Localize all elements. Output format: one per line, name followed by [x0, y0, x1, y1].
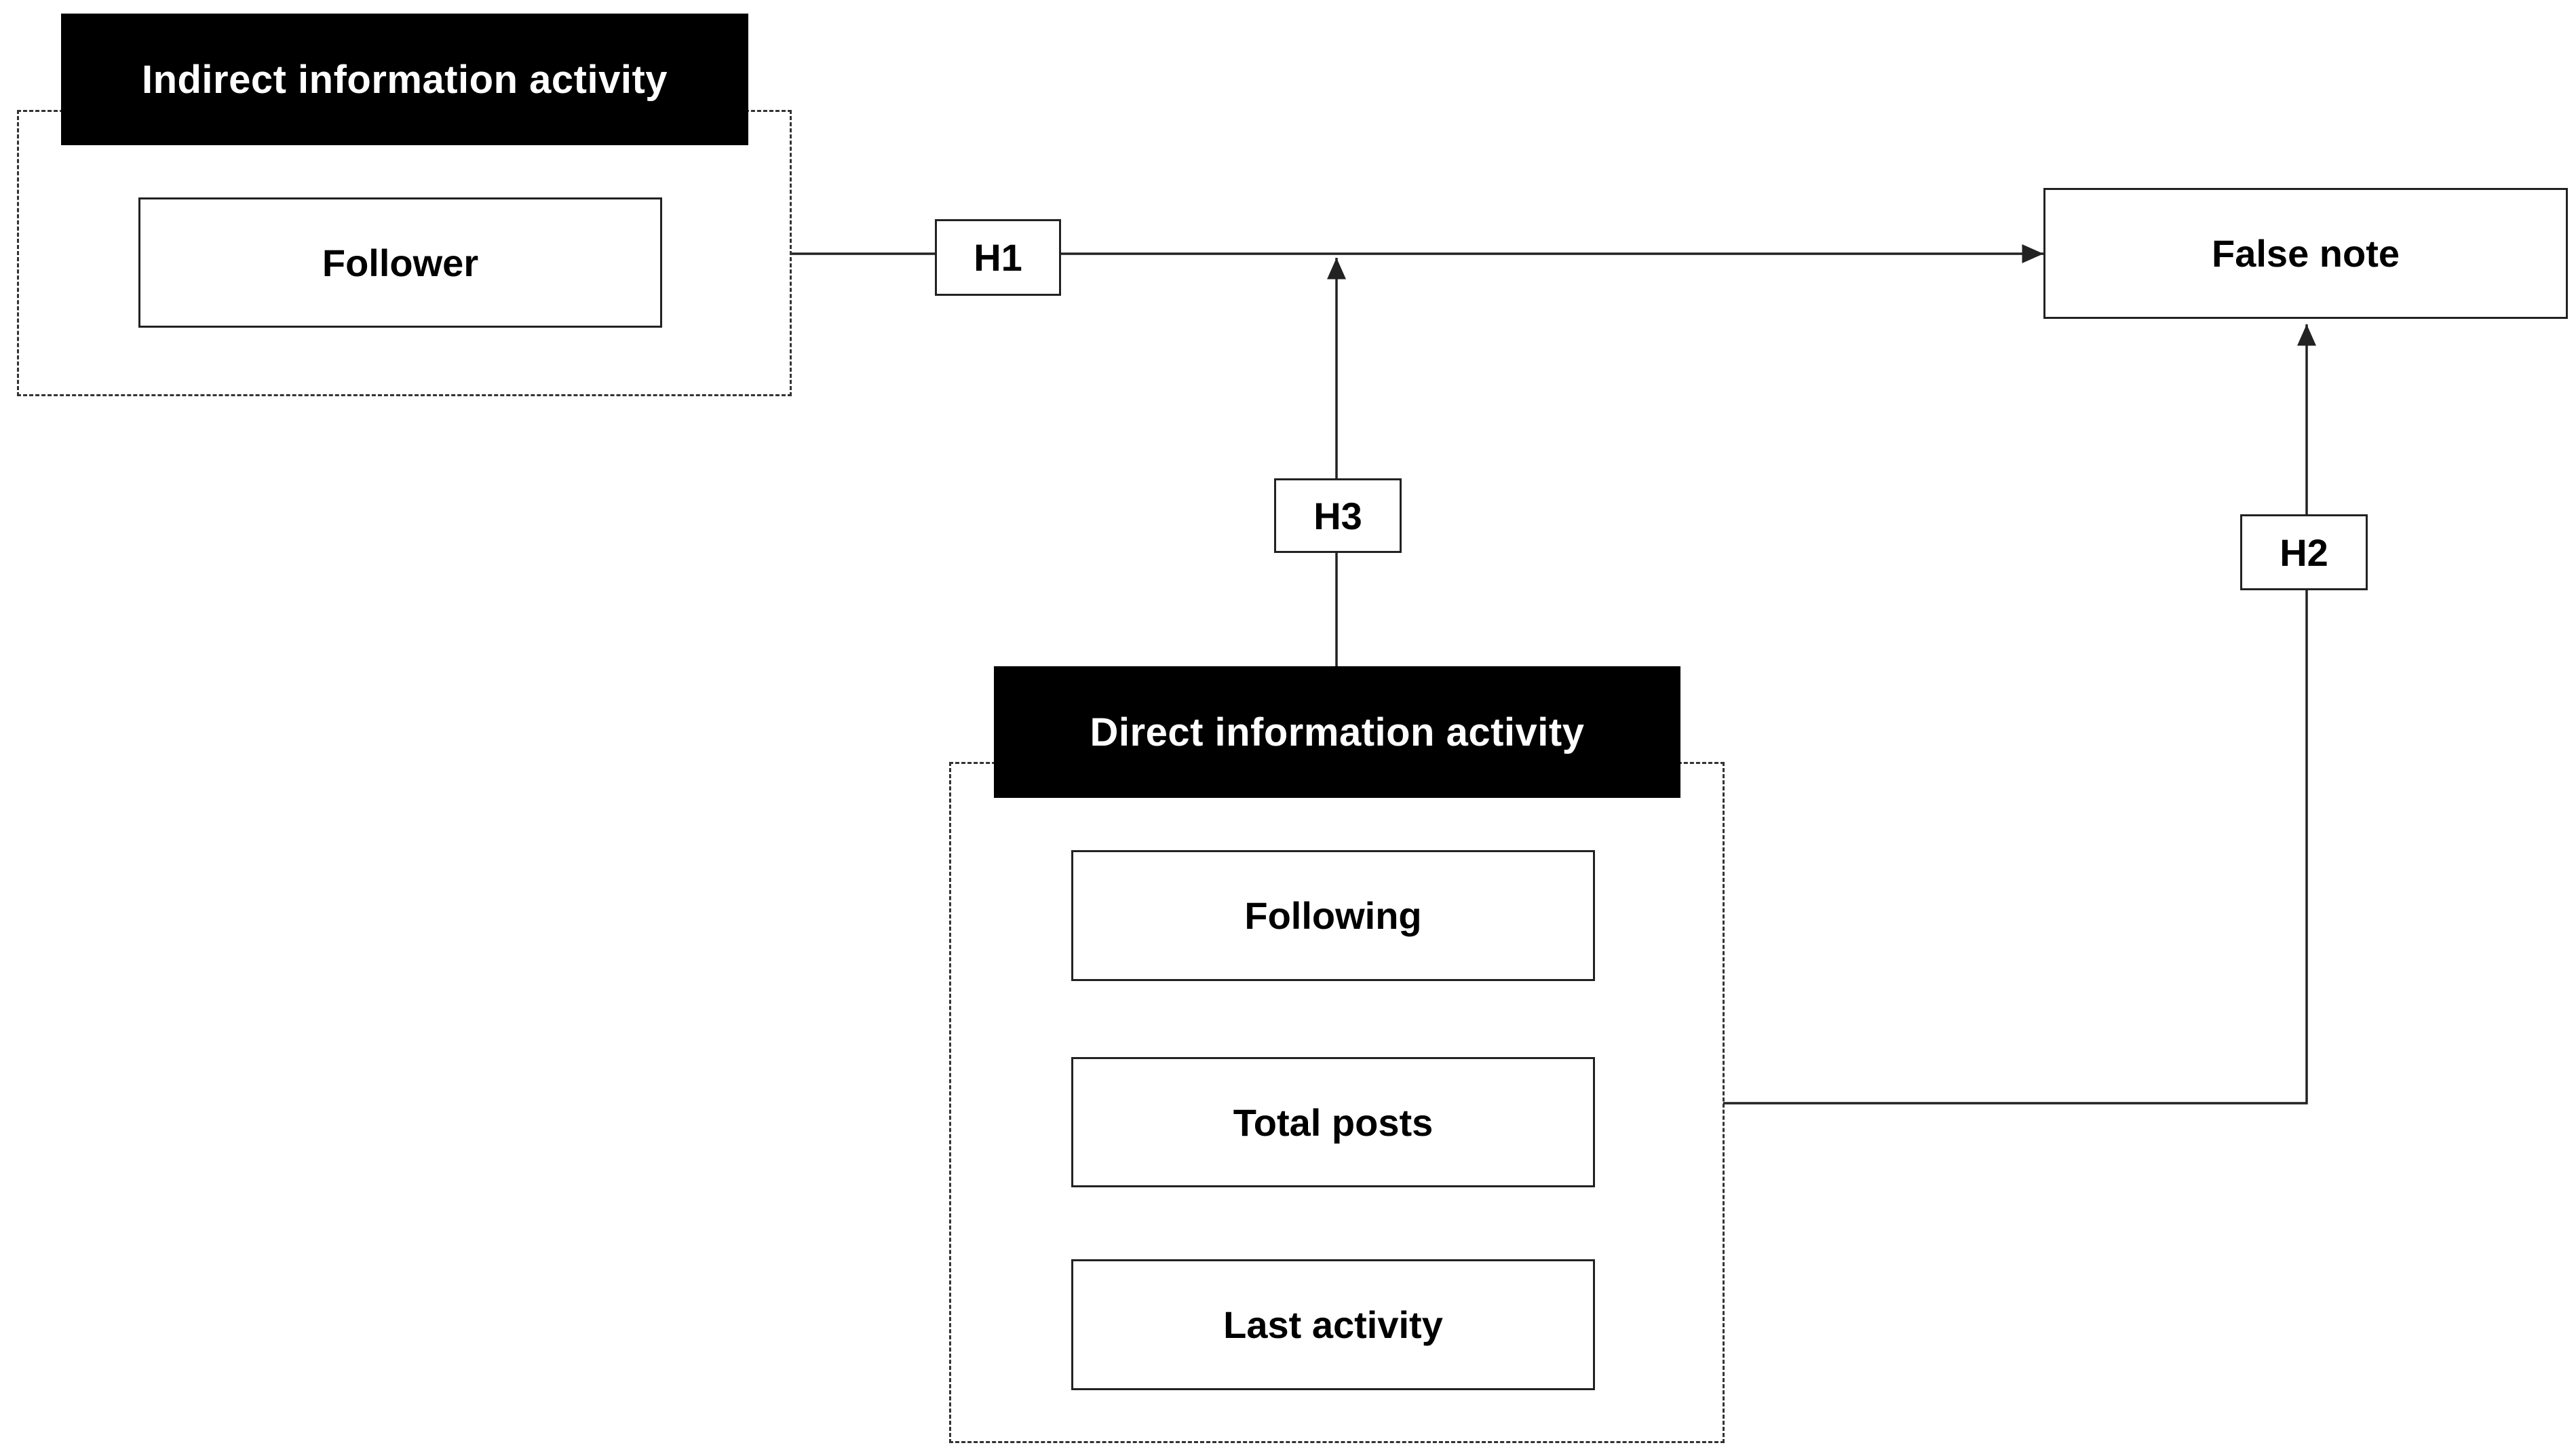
- false-note-label: False note: [2212, 232, 2400, 275]
- direct-activity-header: Direct information activity: [994, 666, 1680, 798]
- h2-arrow: [1723, 324, 2316, 1105]
- follower-box: Follower: [138, 197, 662, 328]
- h3-label: H3: [1274, 478, 1402, 553]
- direct-activity-title: Direct information activity: [1090, 710, 1585, 754]
- h2-label: H2: [2240, 514, 2368, 590]
- total-posts-box: Total posts: [1071, 1057, 1595, 1187]
- indirect-activity-title: Indirect information activity: [141, 57, 668, 102]
- h2-text: H2: [2280, 531, 2328, 574]
- follower-label: Follower: [322, 241, 479, 284]
- false-note-box: False note: [2043, 188, 2568, 319]
- h1-label: H1: [935, 219, 1061, 296]
- indirect-activity-header: Indirect information activity: [61, 14, 748, 145]
- last-activity-label: Last activity: [1223, 1303, 1443, 1346]
- h3-text: H3: [1313, 494, 1362, 537]
- following-label: Following: [1244, 894, 1422, 937]
- last-activity-box: Last activity: [1071, 1259, 1595, 1390]
- h1-text: H1: [974, 236, 1022, 279]
- following-box: Following: [1071, 850, 1595, 981]
- total-posts-label: Total posts: [1233, 1100, 1434, 1144]
